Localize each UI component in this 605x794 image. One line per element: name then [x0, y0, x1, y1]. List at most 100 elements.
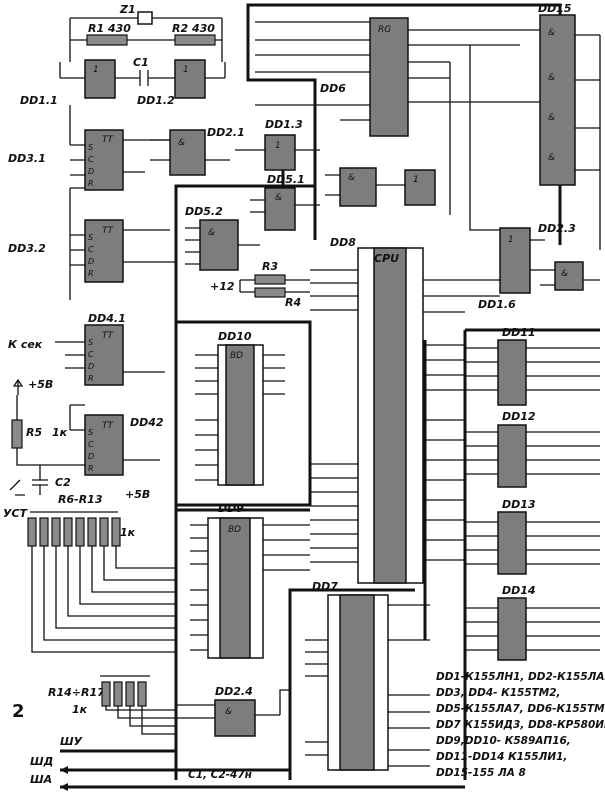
svg-text:R14÷R17: R14÷R17 — [48, 686, 105, 699]
bus-shu-label: ШУ — [60, 735, 83, 748]
svg-text:R: R — [88, 464, 94, 473]
svg-text:C: C — [88, 440, 94, 449]
legend: DD1-К155ЛН1, DD2-К155ЛА3, DD3, DD4- К155… — [436, 671, 605, 779]
svg-text:D: D — [88, 257, 94, 266]
dd4-2-chip — [84, 414, 124, 476]
svg-text:TT: TT — [102, 421, 114, 431]
svg-text:D: D — [88, 452, 94, 461]
svg-text:&: & — [548, 113, 555, 123]
bus-sha-label: ША — [30, 773, 52, 786]
dd1-1-label: DD1.1 — [20, 94, 58, 107]
svg-text:&: & — [178, 138, 185, 148]
dd13-chip — [497, 511, 527, 575]
dd1-3-label: DD1.3 — [265, 118, 303, 131]
dd1-2-chip — [174, 59, 206, 99]
dd1-6-chip — [499, 227, 531, 294]
legend-line-3: DD5-К155ЛА7, DD6-К155ТМ7, — [436, 703, 605, 715]
svg-text:S: S — [88, 143, 93, 152]
dd2-4-chip — [214, 699, 256, 737]
dd9-bus-driver: BD DD9 — [190, 502, 310, 659]
svg-text:C1: C1 — [133, 56, 149, 69]
svg-text:S: S — [88, 428, 93, 437]
dd9-label: DD9 — [218, 502, 244, 515]
dd2-3-chip — [554, 261, 584, 291]
main-buses — [174, 3, 600, 780]
dd15-chip — [539, 14, 576, 186]
dd10-bus-driver: BD DD10 — [195, 330, 285, 486]
dd3-1-label: DD3.1 — [8, 152, 46, 165]
dd4-1-label: DD4.1 — [88, 312, 126, 325]
plus5b-bottom-label: +5В — [125, 488, 150, 501]
svg-text:R: R — [88, 374, 94, 383]
capacitors-note: С1, С2-47н — [188, 769, 252, 781]
dd7-label: DD7 — [312, 580, 338, 593]
svg-text:&: & — [348, 173, 355, 183]
dd11-label: DD11 — [502, 326, 536, 339]
dd12-label: DD12 — [502, 410, 536, 423]
svg-text:&: & — [225, 707, 232, 717]
dd5-1-label: DD5.1 — [267, 173, 305, 186]
r2-label: R2 430 — [172, 22, 215, 35]
svg-text:C2: C2 — [55, 476, 71, 489]
dd6-label: DD6 — [320, 82, 346, 95]
svg-text:C: C — [88, 245, 94, 254]
dd11-chip — [497, 339, 527, 406]
dd1-1-chip — [84, 59, 116, 99]
dd4-2-label: DD42 — [130, 416, 164, 429]
svg-text:R4: R4 — [285, 296, 301, 309]
dd2-2-chip — [339, 167, 377, 207]
legend-line-7: DD15-155 ЛА 8 — [436, 767, 526, 779]
dd3-1-chip — [84, 129, 124, 191]
svg-text:R3: R3 — [262, 260, 278, 273]
dd1-2-label: DD1.2 — [137, 94, 175, 107]
figure-number: 2 — [12, 701, 25, 722]
dd12-chip — [497, 424, 527, 488]
svg-text:D: D — [88, 362, 94, 371]
dd1-3-chip — [264, 134, 296, 171]
dd5-2-label: DD5.2 — [185, 205, 223, 218]
svg-text:BD: BD — [230, 351, 243, 361]
dd2-1-label: DD2.1 — [207, 126, 245, 139]
dd1-4-chip — [404, 169, 436, 206]
svg-text:CPU: CPU — [374, 252, 399, 265]
r1-label: R1 430 — [88, 22, 131, 35]
svg-text:&: & — [275, 193, 282, 203]
svg-text:R: R — [88, 269, 94, 278]
svg-text:C: C — [88, 350, 94, 359]
dd4-triggers: TT S C D R DD4.1 К сек +5В R5 1к TT S C … — [8, 312, 165, 496]
resistors-r3-r4: R3 R4 +12 — [210, 260, 310, 309]
oscillator: Z1 R1 430 R2 430 1 1 C1 DD1.1 DD1.2 — [20, 3, 226, 107]
dd15-chip-group: & & & & DD15 — [538, 2, 601, 250]
svg-text:R: R — [88, 179, 94, 188]
dd2-3-group: 1 DD1.6 DD2.3 & — [478, 222, 600, 311]
svg-text:1: 1 — [93, 65, 99, 75]
system-buses: ШУ ШД ША С1, С2-47н — [30, 735, 465, 791]
legend-line-1: DD1-К155ЛН1, DD2-К155ЛА3, — [436, 671, 605, 683]
dd8-label: DD8 — [330, 236, 356, 249]
plus12-label: +12 — [210, 280, 235, 293]
dd13-label: DD13 — [502, 498, 536, 511]
ust-label: УСТ — [3, 507, 29, 520]
svg-text:&: & — [548, 28, 555, 38]
svg-text:1: 1 — [275, 141, 281, 151]
svg-text:&: & — [208, 228, 215, 238]
svg-text:RG: RG — [378, 25, 391, 35]
dd7-decoder: DD7 — [305, 580, 430, 771]
legend-line-4: DD7 К155ИД3, DD8-КР580ИК80 — [436, 719, 605, 731]
dd1-6-label: DD1.6 — [478, 298, 516, 311]
k-sek-label: К сек — [8, 338, 43, 351]
dd2-1-chip — [169, 129, 206, 176]
dd6-register: RG DD6 — [255, 17, 560, 231]
svg-text:TT: TT — [102, 331, 114, 341]
svg-text:&: & — [561, 269, 568, 279]
resistor-bank-r14-r17: R14÷R17 1к 2 — [12, 675, 176, 735]
svg-text:R6-R13: R6-R13 — [58, 493, 103, 506]
dd5-2-chip — [199, 219, 239, 271]
resistor-bank-r6-r13: УСТ R6-R13 +5В 1к — [3, 488, 176, 653]
dd10-label: DD10 — [218, 330, 252, 343]
dd2-4-group: & DD2.4 — [176, 685, 290, 737]
dd15-label: DD15 — [538, 2, 572, 15]
legend-line-5: DD9,DD10- К589АП16, — [436, 735, 571, 747]
dd4-1-chip — [84, 324, 124, 386]
svg-text:1: 1 — [413, 175, 419, 185]
